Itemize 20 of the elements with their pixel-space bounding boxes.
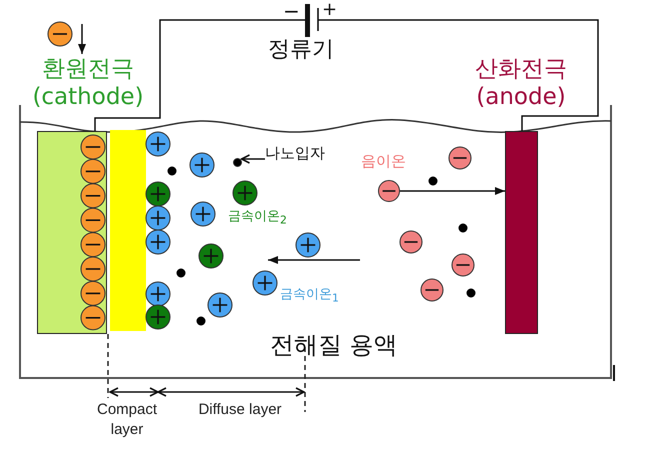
electrode-plate (505, 131, 538, 334)
ion-label: 음이온 (361, 152, 406, 172)
wire (94, 19, 266, 131)
ion-label: 금속이온$_{1}$ (280, 287, 339, 306)
plus-sign: + (322, 0, 338, 20)
compact-layer-band (110, 130, 146, 331)
arrow (400, 187, 505, 195)
electrode-label: 환원전극 (cathode) (31, 56, 145, 112)
wire (346, 19, 599, 131)
minus-sign: − (283, 0, 300, 22)
leader-line (240, 154, 265, 164)
ion-label: 금속이온$_{2}$ (228, 209, 287, 228)
anion-icon (378, 180, 400, 202)
rectifier-label: 정류기 (268, 38, 334, 62)
electrode-label: 산화전극 (anode) (474, 56, 568, 112)
layer-label: Diffuse layer (197, 400, 283, 420)
nanoparticle-icon (232, 158, 242, 166)
particle-label: 나노입자 (265, 144, 325, 162)
solution-label: 전해질 용액 (270, 330, 398, 361)
layer-label: Compact layer (96, 400, 158, 439)
